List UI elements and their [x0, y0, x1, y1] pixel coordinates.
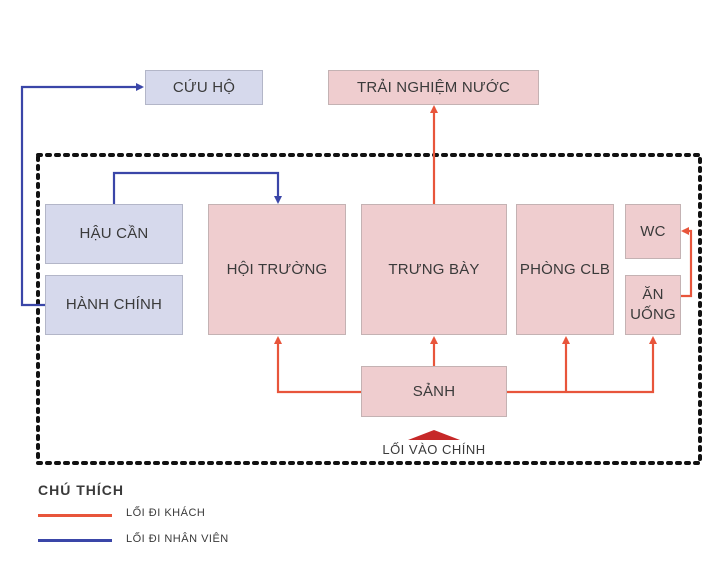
- entrance-marker-icon: [408, 430, 460, 440]
- room-wc-label: WC: [640, 222, 666, 240]
- room-logistics-label: HẬU CẦN: [79, 225, 149, 242]
- room-water-experience-label: TRẢI NGHIỆM NƯỚC: [356, 78, 511, 96]
- site-boundary: [36, 153, 702, 465]
- room-club-label: PHÒNG CLB: [519, 260, 611, 278]
- legend-guest-route-label: LỐI ĐI KHÁCH: [126, 507, 206, 519]
- room-auditorium: HỘI TRƯỜNG: [208, 204, 346, 335]
- room-wc: WC: [625, 204, 681, 259]
- staff-route-admin-to-rescue: [20, 83, 144, 307]
- room-club: PHÒNG CLB: [516, 204, 614, 335]
- room-logistics: HẬU CẦN: [45, 204, 183, 264]
- room-lobby: SẢNH: [361, 366, 507, 417]
- legend-staff-route-swatch: [38, 539, 112, 542]
- guest-route-lobby-to-dining: [506, 336, 657, 394]
- main-entrance-label: LỐI VÀO CHÍNH: [382, 442, 486, 457]
- room-administration: HÀNH CHÍNH: [45, 275, 183, 335]
- room-rescue: CỨU HỘ: [145, 70, 263, 105]
- room-dining: ĂN UỐNG: [625, 275, 681, 335]
- legend-staff-route-label: LỐI ĐI NHÂN VIÊN: [126, 533, 229, 545]
- guest-route-lobby-to-auditorium: [274, 336, 362, 394]
- guest-route-dining-to-wc: [681, 227, 693, 298]
- room-water-experience: TRẢI NGHIỆM NƯỚC: [328, 70, 539, 105]
- room-rescue-label: CỨU HỘ: [172, 78, 236, 96]
- room-exhibition-label: TRƯNG BÀY: [388, 260, 480, 278]
- room-auditorium-label: HỘI TRƯỜNG: [226, 260, 328, 278]
- legend-guest-route-swatch: [38, 514, 112, 517]
- room-administration-label: HÀNH CHÍNH: [65, 296, 163, 313]
- room-lobby-label: SẢNH: [412, 382, 456, 400]
- staff-route-logistics-to-auditorium: [112, 171, 282, 204]
- legend-title: CHÚ THÍCH: [38, 482, 124, 498]
- room-exhibition: TRƯNG BÀY: [361, 204, 507, 335]
- room-dining-label: ĂN UỐNG: [630, 286, 676, 323]
